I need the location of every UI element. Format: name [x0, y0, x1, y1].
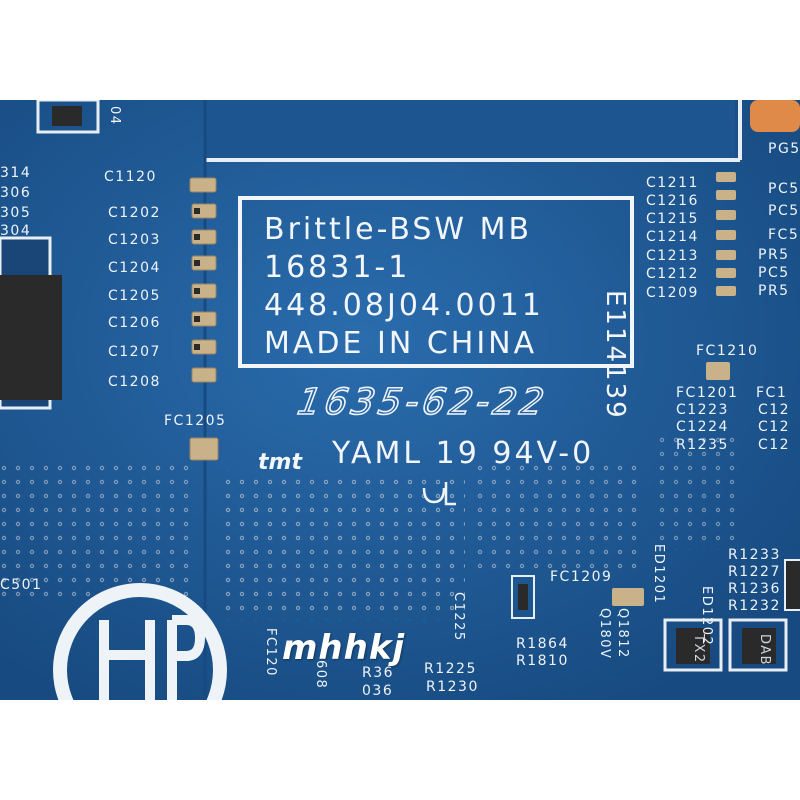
- cap-label: C1215: [646, 211, 699, 227]
- date-code: 1635-62-22: [294, 381, 552, 424]
- cap-label: C12: [758, 402, 791, 418]
- cap-label: C1216: [646, 193, 699, 209]
- cap-label: C1204: [108, 260, 161, 276]
- cap-label: FC1205: [164, 413, 227, 429]
- cap-label: FC1201: [676, 385, 739, 401]
- chip-marking: TX2: [691, 634, 706, 664]
- cap-label: C1223: [676, 402, 729, 418]
- cap-label: ED1201: [651, 544, 666, 605]
- edge-label: PG5: [768, 141, 800, 157]
- cap-label: C1211: [646, 175, 699, 191]
- cap-label: C1205: [108, 288, 161, 304]
- cap-label: C1213: [646, 248, 699, 264]
- tmt-mark: tmt: [258, 450, 302, 475]
- res-label: R1225: [424, 661, 477, 677]
- cap-label: C1212: [646, 266, 699, 282]
- cap-label: R1235: [676, 437, 729, 453]
- origin-text: MADE IN CHINA: [264, 326, 538, 361]
- cap-label: C12: [758, 437, 791, 453]
- cap-label: C1224: [676, 419, 729, 435]
- cap-label: FC1: [756, 385, 788, 401]
- cap-label: FC120: [263, 628, 278, 677]
- chip-marking: DAB: [757, 634, 772, 667]
- edge-label: 304: [0, 223, 32, 239]
- watermark-text: mhhkj: [282, 628, 406, 668]
- res-label: R1227: [728, 564, 781, 580]
- product-label-box: Brittle-BSW MB 16831-1 448.08J04.0011 MA…: [238, 196, 634, 368]
- edge-label: 305: [0, 205, 32, 221]
- cap-label: C1214: [646, 229, 699, 245]
- res-label: R1864: [516, 636, 569, 652]
- cap-label: C1207: [108, 344, 161, 360]
- edge-label: 04: [107, 106, 122, 126]
- res-label: Q1812: [615, 608, 630, 659]
- edge-label: 306: [0, 185, 32, 201]
- motherboard-photo: Brittle-BSW MB 16831-1 448.08J04.0011 MA…: [0, 100, 800, 700]
- cap-label: C1208: [108, 374, 161, 390]
- board-artwork: [0, 100, 800, 700]
- res-label: R1230: [426, 679, 479, 695]
- cap-label: C1206: [108, 315, 161, 331]
- flammability-rating: YAML 19 94V-0: [332, 436, 595, 471]
- edge-label: PC5: [768, 181, 800, 197]
- res-label: R1810: [516, 653, 569, 669]
- edge-label: 314: [0, 165, 32, 181]
- res-label: R1233: [728, 547, 781, 563]
- res-label: Q180V: [597, 608, 612, 660]
- cap-label: C1120: [104, 169, 157, 185]
- cap-label: C1203: [108, 232, 161, 248]
- board-name: Brittle-BSW MB: [264, 212, 533, 247]
- edge-label: FC5: [768, 227, 800, 243]
- board-revision: 16831-1: [264, 250, 411, 285]
- cap-label: C12: [758, 419, 791, 435]
- res-label: R36: [362, 665, 395, 681]
- edge-label: C501: [0, 577, 43, 593]
- res-label: R1236: [728, 581, 781, 597]
- ul-serial: E114139: [600, 290, 630, 420]
- cap-label: C1209: [646, 285, 699, 301]
- edge-label: PR5: [758, 247, 790, 263]
- edge-label: PC5: [768, 203, 800, 219]
- res-label: R1232: [728, 598, 781, 614]
- cap-label: C1225: [451, 592, 466, 642]
- cap-label: FC1210: [696, 343, 759, 359]
- cap-label: FC1209: [550, 569, 613, 585]
- edge-label: PR5: [758, 283, 790, 299]
- res-label: 036: [362, 683, 394, 699]
- cap-label: C1202: [108, 205, 161, 221]
- edge-label: PC5: [758, 265, 790, 281]
- part-number: 448.08J04.0011: [264, 288, 544, 323]
